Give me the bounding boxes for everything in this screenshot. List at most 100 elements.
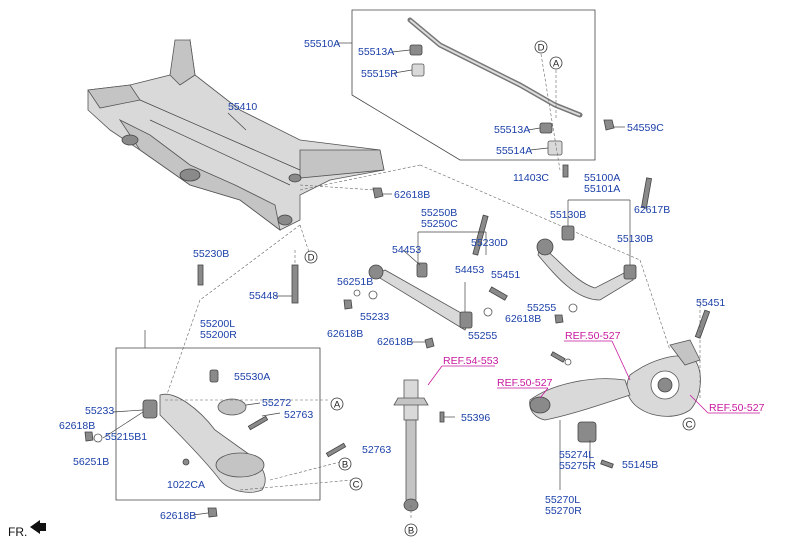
ref-50-527-a[interactable]: REF.50-527 xyxy=(565,330,621,342)
circle-marker-A-top: A xyxy=(549,56,563,70)
nut-62618B-arm xyxy=(424,337,435,349)
label-1022CA[interactable]: 1022CA xyxy=(167,479,205,491)
nut-62618B-right xyxy=(554,314,564,324)
label-62618B-mid[interactable]: 62618B xyxy=(327,328,363,340)
lower-control-arm-55200 xyxy=(142,369,266,493)
label-55513A-top[interactable]: 55513A xyxy=(358,46,394,58)
nut-1022CA xyxy=(182,458,190,466)
ref-54-553[interactable]: REF.54-553 xyxy=(443,355,499,367)
svg-text:C: C xyxy=(686,420,693,431)
label-55396[interactable]: 55396 xyxy=(461,412,490,424)
label-55233-mid[interactable]: 55233 xyxy=(360,311,389,323)
label-55510A[interactable]: 55510A xyxy=(304,38,340,50)
nut-54559C xyxy=(603,119,615,131)
svg-text:C: C xyxy=(353,480,360,491)
subframe-55410 xyxy=(87,38,385,231)
label-52763-a[interactable]: 52763 xyxy=(284,409,313,421)
bushing-55274L xyxy=(577,421,597,443)
bolt-52763-a xyxy=(247,415,269,431)
circle-marker-B-bottom: B xyxy=(404,523,418,537)
bolt-55530A xyxy=(209,369,219,383)
label-55255-b[interactable]: 55255 xyxy=(468,330,497,342)
label-55515R[interactable]: 55515R xyxy=(361,68,398,80)
label-55230B[interactable]: 55230B xyxy=(193,248,229,260)
bolt-11403C xyxy=(562,164,569,178)
label-62618B-bottom[interactable]: 62618B xyxy=(160,510,196,522)
bolt-55230B xyxy=(197,264,204,286)
label-55274L[interactable]: 55274L xyxy=(559,449,594,461)
label-55272[interactable]: 55272 xyxy=(262,397,291,409)
front-direction-label: FR. xyxy=(8,525,27,539)
upper-arm-55100A xyxy=(536,225,637,301)
shock-body xyxy=(405,419,417,501)
circle-marker-A-mid: A xyxy=(330,397,344,411)
nut-62618B-mid xyxy=(343,299,353,310)
label-62618B-left[interactable]: 62618B xyxy=(59,420,95,432)
label-55230D[interactable]: 55230D xyxy=(471,237,508,249)
bushing-55513A-lower xyxy=(539,122,553,134)
spring-seat-55272 xyxy=(217,398,247,416)
label-55100A[interactable]: 55100A xyxy=(584,172,620,184)
circle-marker-C-mid: C xyxy=(349,477,363,491)
bolt-62617B xyxy=(640,177,653,209)
label-54453-right[interactable]: 54453 xyxy=(455,264,484,276)
label-62618B-top[interactable]: 62618B xyxy=(394,189,430,201)
circle-marker-D-mid: D xyxy=(304,250,318,264)
bolt-55396 xyxy=(439,411,445,423)
lower-arm-55270 xyxy=(529,378,631,443)
label-55200L[interactable]: 55200L xyxy=(200,318,235,330)
ref-50-527-b[interactable]: REF.50-527 xyxy=(497,377,553,389)
bolt-lower-arm xyxy=(550,351,566,363)
label-55513A-low[interactable]: 55513A xyxy=(494,124,530,136)
label-55250B[interactable]: 55250B xyxy=(421,207,457,219)
label-55270R[interactable]: 55270R xyxy=(545,505,582,517)
label-55448[interactable]: 55448 xyxy=(249,290,278,302)
label-55215B1[interactable]: 55215B1 xyxy=(105,431,147,443)
label-62617B[interactable]: 62617B xyxy=(634,204,670,216)
label-55451-right[interactable]: 55451 xyxy=(696,297,725,309)
label-11403C[interactable]: 11403C xyxy=(513,172,549,184)
bolt-55451-right xyxy=(694,309,711,339)
label-55130B-right[interactable]: 55130B xyxy=(617,233,653,245)
label-55270L[interactable]: 55270L xyxy=(545,494,580,506)
label-55233-left[interactable]: 55233 xyxy=(85,405,114,417)
label-52763-b[interactable]: 52763 xyxy=(362,444,391,456)
svg-text:B: B xyxy=(342,460,348,471)
label-56251B-left[interactable]: 56251B xyxy=(73,456,109,468)
label-55200R[interactable]: 55200R xyxy=(200,329,237,341)
label-56251B-mid[interactable]: 56251B xyxy=(337,276,373,288)
label-54559C[interactable]: 54559C xyxy=(627,122,664,134)
stabilizer-group-box xyxy=(351,9,596,161)
svg-text:A: A xyxy=(334,400,341,411)
label-55530A[interactable]: 55530A xyxy=(234,371,270,383)
bushing-55513A-upper xyxy=(409,44,423,56)
label-54453-left[interactable]: 54453 xyxy=(392,244,421,256)
svg-text:D: D xyxy=(538,43,545,54)
label-55275R[interactable]: 55275R xyxy=(559,460,596,472)
label-55255-a[interactable]: 55255 xyxy=(527,302,556,314)
label-55145B[interactable]: 55145B xyxy=(622,459,658,471)
svg-text:B: B xyxy=(408,526,414,537)
bolt-55448 xyxy=(291,264,299,304)
nut-62618B-top xyxy=(372,187,384,199)
label-62618B-right[interactable]: 62618B xyxy=(505,313,541,325)
bolt-52763-b xyxy=(325,442,347,458)
nut-62618B-bottom xyxy=(207,507,218,518)
stabilizer-bar-highlight xyxy=(409,19,581,116)
label-62618B-arm[interactable]: 62618B xyxy=(377,336,413,348)
label-55514A[interactable]: 55514A xyxy=(496,145,532,157)
circle-marker-D-top: D xyxy=(534,40,548,54)
label-55130B-left[interactable]: 55130B xyxy=(550,209,586,221)
label-55250C[interactable]: 55250C xyxy=(421,218,458,230)
bushing-55215B1 xyxy=(142,399,158,419)
label-55410[interactable]: 55410 xyxy=(228,101,257,113)
label-55451-mid[interactable]: 55451 xyxy=(491,269,520,281)
bolt-55230D xyxy=(472,214,489,256)
label-55101A[interactable]: 55101A xyxy=(584,183,620,195)
bracket-55515R xyxy=(411,63,425,77)
knuckle-carrier xyxy=(626,339,701,417)
ref-50-527-c[interactable]: REF.50-527 xyxy=(709,402,765,414)
svg-text:D: D xyxy=(308,253,315,264)
